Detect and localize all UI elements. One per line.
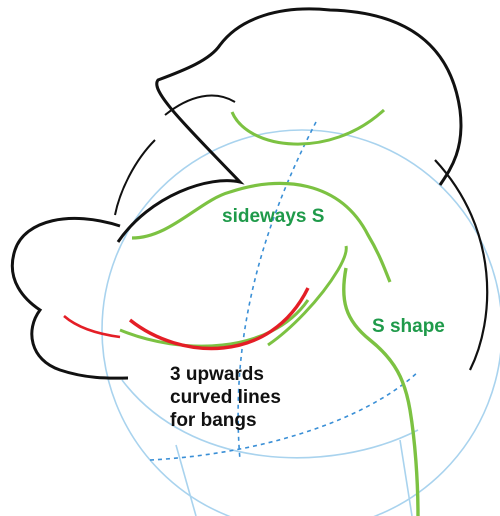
bang-green-curve-2 [267, 245, 348, 347]
hair-outline-top-inner [164, 94, 236, 116]
top-bun-green-curve [230, 108, 386, 146]
head-guide-circle [101, 129, 500, 516]
s-shape-green-curve [342, 267, 420, 516]
vertical-center-guide [237, 121, 317, 461]
hair-outline-back [434, 159, 489, 371]
bang-red-curve-1 [63, 315, 121, 339]
bang-red-curve-2 [128, 287, 310, 351]
jaw-guide-curve [121, 379, 419, 459]
hair-outline-left-bun [10, 216, 129, 380]
sideways-s-label: sideways S [222, 206, 325, 227]
eye-line-guide [149, 371, 419, 461]
neck-guide-line-right [399, 439, 413, 516]
neck-guide-line-left [175, 444, 197, 516]
hair-outline-top [116, 7, 463, 243]
hair-outline-left-top [114, 139, 156, 216]
bang-green-curve-1 [119, 299, 310, 348]
s-shape-label: S shape [372, 316, 445, 337]
bangs-note-label: 3 upwards curved lines for bangs [170, 364, 281, 431]
sideways-s-green-curve [131, 181, 392, 283]
